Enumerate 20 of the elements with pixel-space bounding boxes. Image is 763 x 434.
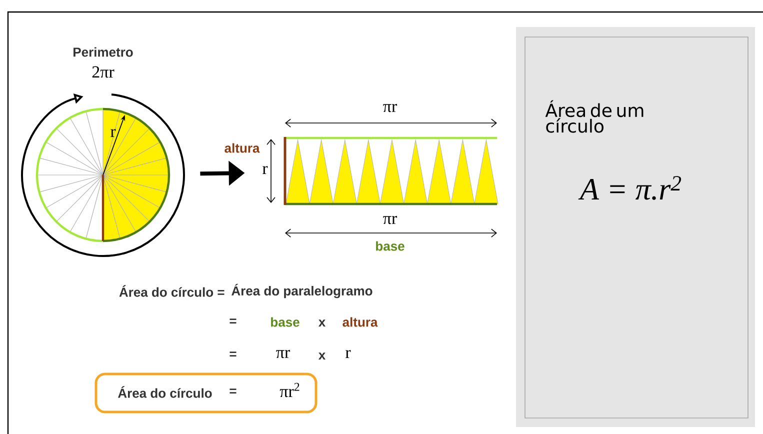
equals-sign: = [230, 352, 236, 357]
label: Perimetro [74, 47, 133, 57]
times-sign: x [318, 352, 326, 360]
equation-text: Área do paralelogramo [232, 284, 372, 298]
formula-label: 2πr [92, 66, 114, 78]
radius-label: r [110, 129, 116, 137]
dimension-label: r [262, 166, 268, 174]
equals-sign: = [230, 318, 236, 324]
equation-text: altura [342, 317, 378, 327]
side-panel: Área de um círculo A = π.r$^{2}$ [516, 27, 755, 427]
equation-text: πr [276, 350, 290, 358]
label: altura [224, 143, 260, 153]
result-box: Área do círculo = πr$^{2}$ [94, 372, 318, 414]
parallelogram-drawing [284, 136, 498, 206]
equation-text: Área do círculo = [119, 285, 224, 297]
label: base [376, 241, 404, 251]
equation-text: r [346, 350, 351, 358]
dimension-label: πr [383, 104, 397, 112]
equation-text: base [271, 317, 300, 327]
times-sign: x [318, 320, 326, 326]
